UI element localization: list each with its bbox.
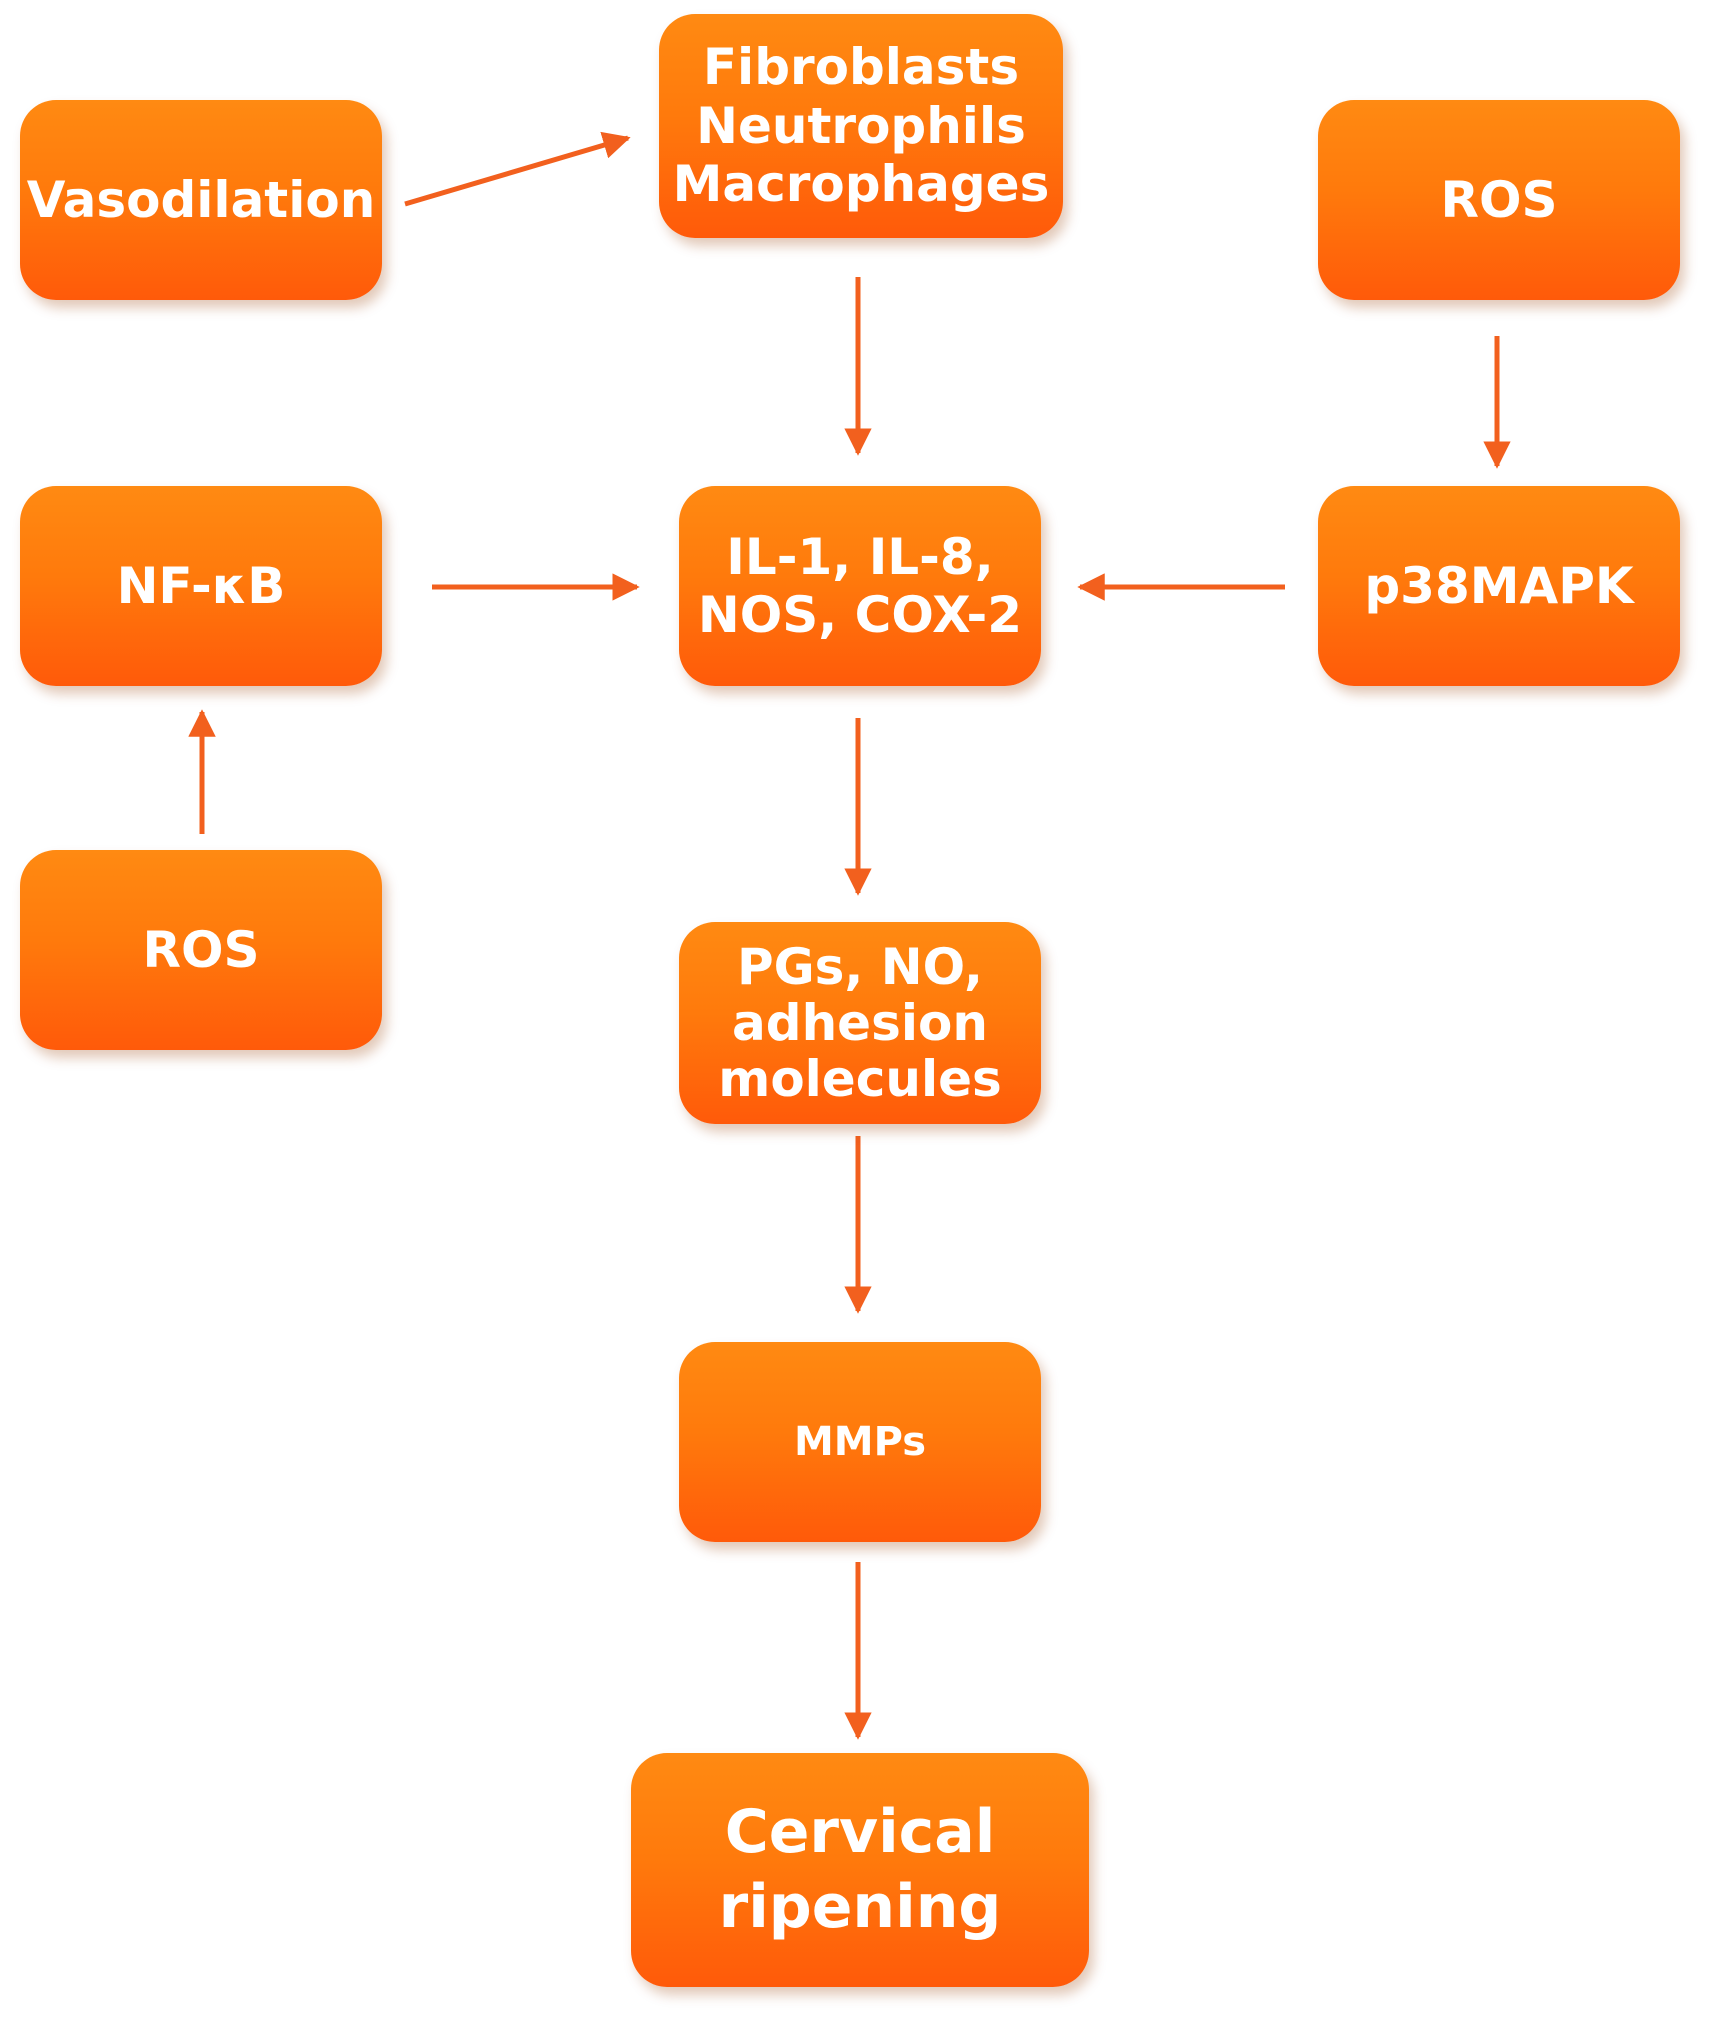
node-vasodilation-line-1: Vasodilation xyxy=(26,170,376,229)
node-ros-right-line-1: ROS xyxy=(1440,170,1558,229)
node-cytokines: IL-1, IL-8, NOS, COX-2 xyxy=(679,486,1041,686)
node-p38mapk: p38MAPK xyxy=(1318,486,1680,686)
node-p38mapk-line-1: p38MAPK xyxy=(1364,556,1634,615)
node-cervical-ripening: Cervical ripening xyxy=(631,1753,1089,1987)
node-nfkb: NF-κB xyxy=(20,486,382,686)
node-cervical-ripening-line-1: Cervical xyxy=(724,1797,996,1867)
arrow-vasodilation-to-immune-cells xyxy=(404,131,631,207)
node-ros-right: ROS xyxy=(1318,100,1680,300)
node-ros-left-line-1: ROS xyxy=(142,920,260,979)
node-immune-cells-line-3: Macrophages xyxy=(672,155,1050,214)
node-cervical-ripening-line-2: ripening xyxy=(718,1872,1002,1942)
node-immune-cells: Fibroblasts Neutrophils Macrophages xyxy=(659,14,1063,238)
node-mediators-line-2: adhesion xyxy=(732,994,988,1052)
node-mediators-line-3: molecules xyxy=(718,1050,1002,1108)
node-mmps: MMPs xyxy=(679,1342,1041,1542)
node-vasodilation: Vasodilation xyxy=(20,100,382,300)
node-cytokines-line-1: IL-1, IL-8, xyxy=(726,527,994,586)
node-mediators: PGs, NO, adhesion molecules xyxy=(679,922,1041,1124)
node-cytokines-line-2: NOS, COX-2 xyxy=(697,586,1023,644)
node-ros-left: ROS xyxy=(20,850,382,1050)
node-immune-cells-line-2: Neutrophils xyxy=(696,96,1026,155)
node-nfkb-line-1: NF-κB xyxy=(116,556,286,615)
node-mmps-line-1: MMPs xyxy=(793,1418,927,1465)
node-mediators-line-1: PGs, NO, xyxy=(736,938,984,996)
node-immune-cells-line-1: Fibroblasts xyxy=(702,38,1020,97)
